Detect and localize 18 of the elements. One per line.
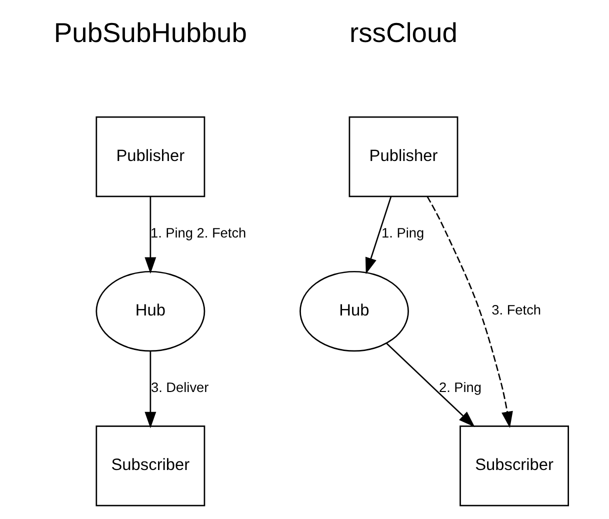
- node-box: Subscriber: [459, 425, 568, 506]
- arrow: [364, 196, 392, 274]
- arrow: [144, 196, 156, 274]
- node-box: Publisher: [95, 116, 205, 197]
- edge-label: 2. Ping: [438, 379, 482, 394]
- label: rssCloud: [349, 16, 457, 48]
- arrow: [426, 196, 512, 428]
- node-box: Publisher: [348, 116, 458, 197]
- arrow: [144, 350, 156, 428]
- edge-label: 1. Ping 2. Fetch: [150, 224, 246, 240]
- node-ellipse: Hub: [299, 270, 408, 352]
- node-ellipse: Hub: [95, 270, 205, 352]
- arrow: [386, 342, 474, 427]
- edge-label: 1. Ping: [381, 224, 424, 240]
- edge-label: 3. Deliver: [150, 379, 208, 394]
- label: PubSubHubbub: [53, 16, 246, 48]
- node-box: Subscriber: [95, 425, 205, 506]
- edge-label: 3. Fetch: [491, 302, 541, 318]
